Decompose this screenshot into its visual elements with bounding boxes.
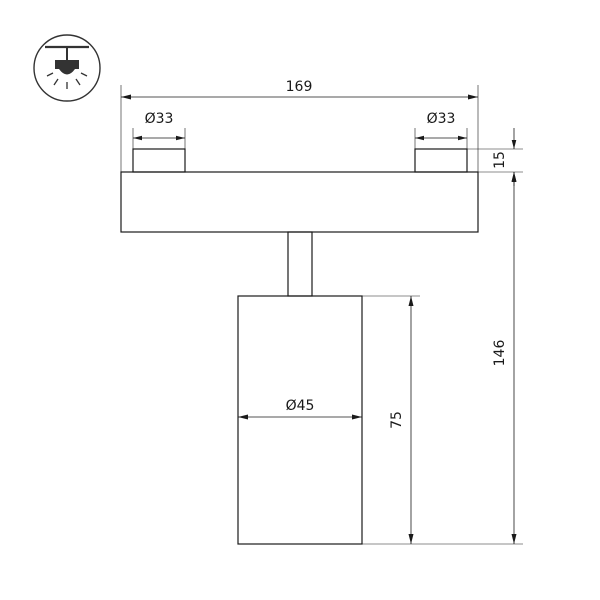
connecting-stem (287, 231, 313, 297)
adapter-height-label: 15 (492, 151, 508, 169)
dimension-left-adapter-diameter: Ø33 (132, 111, 186, 149)
ceiling-downlight-icon (33, 34, 101, 102)
driver-housing (120, 171, 479, 233)
head-height-label: 75 (389, 411, 405, 429)
lamp-head (237, 295, 363, 545)
left-track-adapter (132, 148, 186, 173)
total-height-label: 146 (492, 340, 508, 367)
dimension-overall-width: 169 (120, 79, 479, 172)
right-adapter-diameter-label: Ø33 (427, 111, 456, 127)
dimension-total-height: 146 (362, 172, 523, 545)
dimension-right-adapter-diameter: Ø33 (414, 111, 468, 149)
overall-width-label: 169 (286, 79, 313, 95)
lamp-outline (120, 148, 479, 545)
dimension-head-diameter: Ø45 (238, 398, 362, 420)
dimension-head-height: 75 (362, 295, 420, 544)
head-diameter-label: Ø45 (286, 398, 315, 414)
right-track-adapter (414, 148, 468, 173)
left-adapter-diameter-label: Ø33 (145, 111, 174, 127)
